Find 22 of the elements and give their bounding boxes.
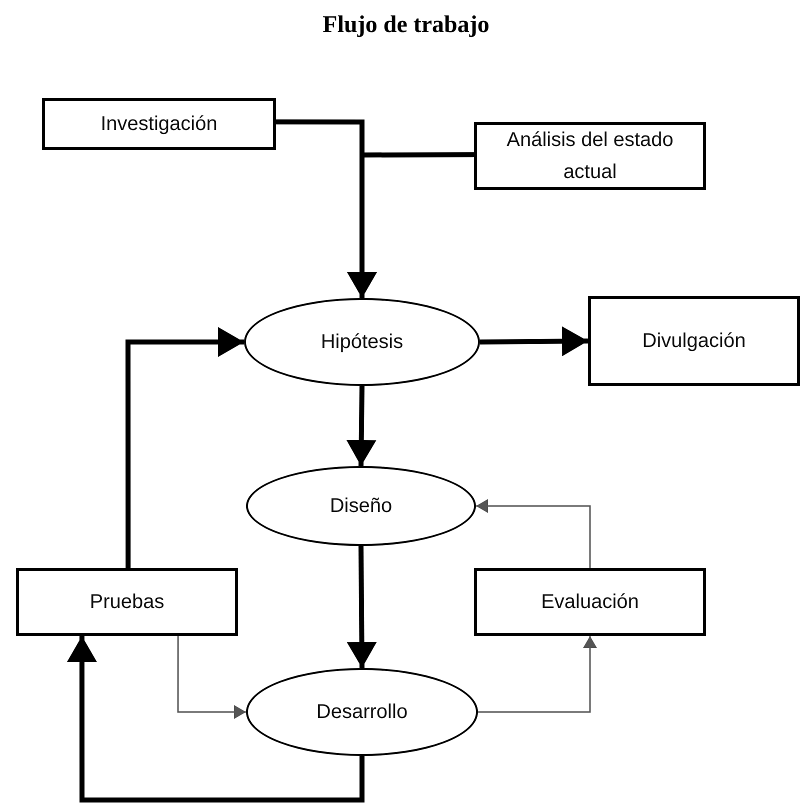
arrow [126, 327, 244, 568]
arrow [478, 636, 597, 713]
arrow [346, 386, 376, 466]
node-label: Desarrollo [315, 700, 409, 725]
node-label: Diseño [328, 494, 394, 519]
diagram-title: Flujo de trabajo [322, 12, 490, 39]
node-label: Investigación [100, 112, 218, 137]
arrow [476, 499, 591, 568]
process-box [588, 296, 800, 386]
node-label: Análisis del estado actual [506, 128, 674, 185]
node-label: Evaluación [540, 590, 640, 615]
node-label: Hipótesis [320, 330, 404, 355]
process-box [42, 98, 276, 150]
node-label: Pruebas [88, 590, 166, 615]
process-box [16, 568, 238, 636]
arrow [346, 546, 377, 668]
arrow [480, 326, 588, 356]
node-label: Divulgación [641, 329, 747, 354]
process-box [474, 122, 706, 190]
arrow [177, 636, 246, 719]
arrow [66, 636, 364, 802]
process-box [474, 568, 706, 636]
